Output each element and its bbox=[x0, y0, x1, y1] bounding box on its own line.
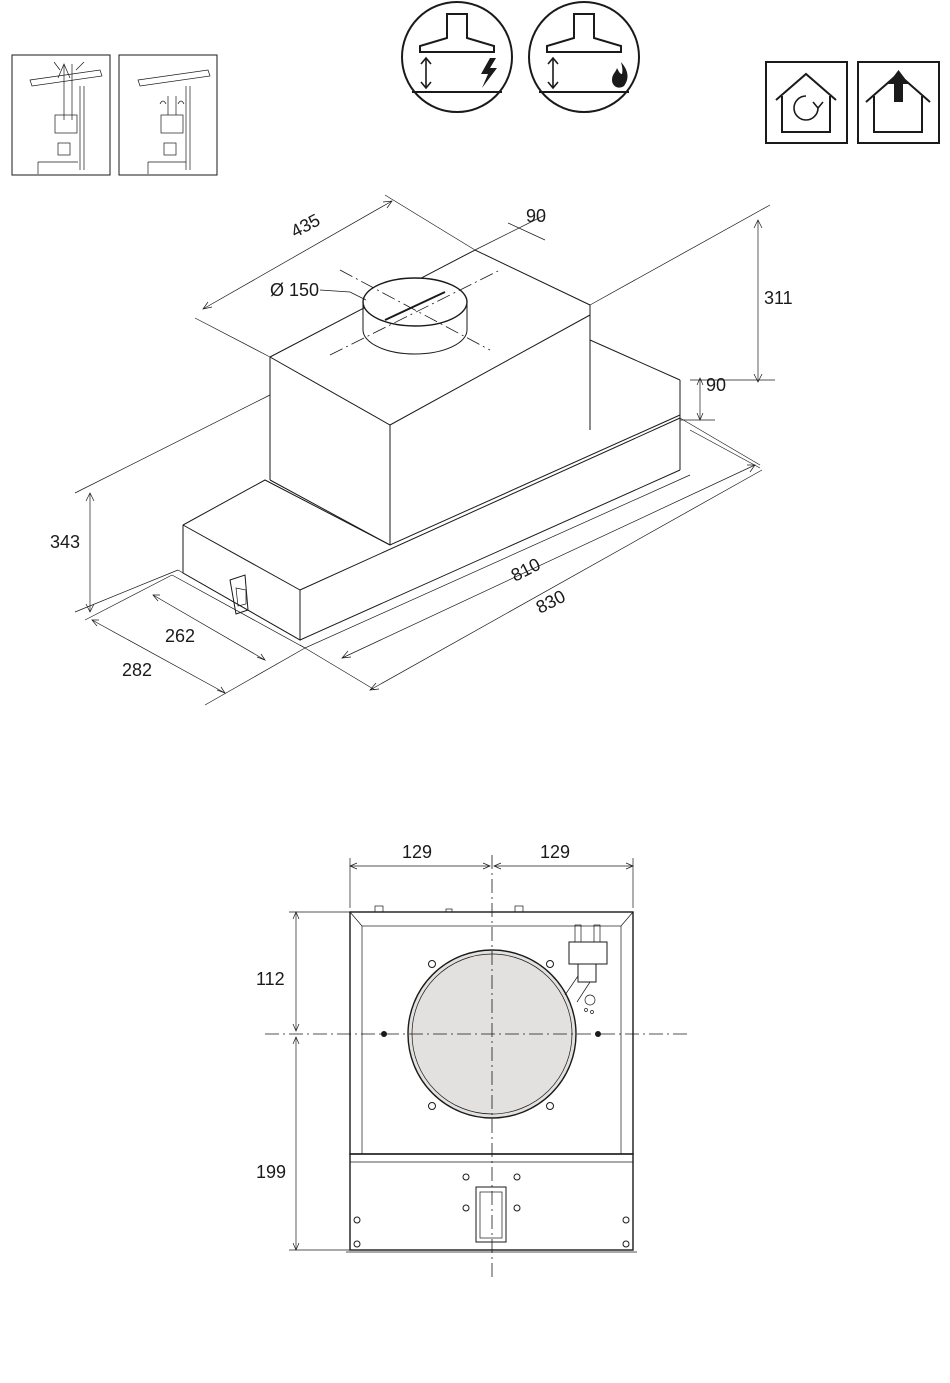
front-lower-panel bbox=[346, 1154, 637, 1252]
dim-199: 199 bbox=[256, 1162, 286, 1182]
power-connector bbox=[565, 925, 607, 1014]
dim-129-left: 129 bbox=[402, 842, 432, 862]
dim-112: 112 bbox=[256, 969, 285, 989]
dim-129-right: 129 bbox=[540, 842, 570, 862]
